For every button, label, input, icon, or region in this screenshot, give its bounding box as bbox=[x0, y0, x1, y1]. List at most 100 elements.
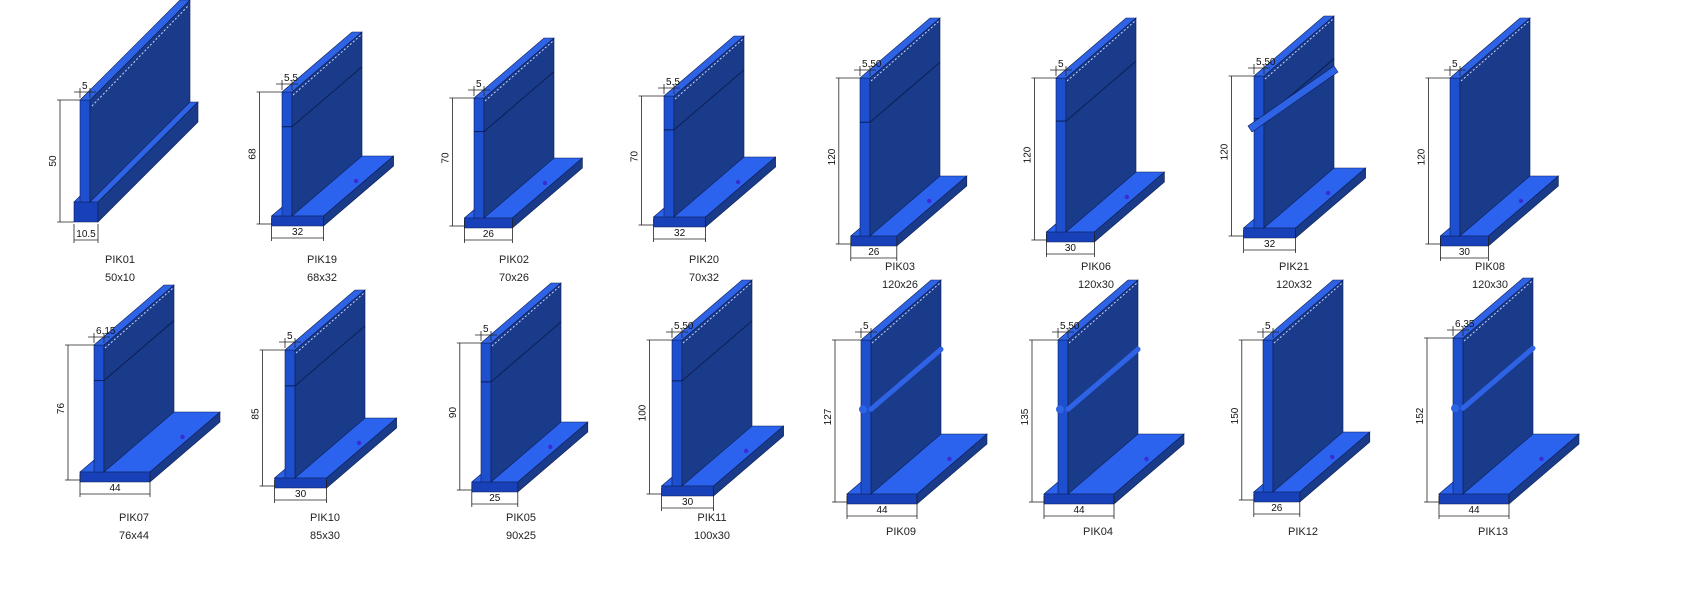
web-front bbox=[1253, 75, 1265, 229]
dim-width-label: 30 bbox=[682, 497, 694, 508]
channel-base-front bbox=[73, 201, 99, 223]
profile-size: 85x30 bbox=[310, 530, 340, 542]
base-front bbox=[274, 477, 327, 489]
dim-width-label: 30 bbox=[295, 489, 307, 500]
dim-thickness-label: 5 bbox=[287, 331, 293, 342]
web-front bbox=[79, 99, 91, 203]
step-line bbox=[294, 325, 366, 387]
base-front bbox=[464, 217, 513, 229]
profile-size: 90x25 bbox=[506, 530, 536, 542]
dim-width-label: 30 bbox=[1065, 243, 1077, 254]
dim-height-label: 120 bbox=[1220, 143, 1231, 160]
web-front bbox=[1055, 77, 1067, 233]
dim-height-label: 76 bbox=[56, 403, 67, 415]
base-hole bbox=[1124, 194, 1130, 200]
weld-line bbox=[484, 40, 554, 102]
base-hole bbox=[1518, 198, 1524, 204]
dim-width-label: 44 bbox=[876, 505, 888, 516]
base-hole bbox=[180, 434, 185, 440]
web-top bbox=[671, 279, 753, 341]
dim-height-label: 120 bbox=[827, 148, 838, 165]
step-line bbox=[490, 321, 562, 383]
dim-width-label: 30 bbox=[1459, 247, 1471, 258]
web-front bbox=[93, 344, 105, 473]
web-front bbox=[663, 95, 675, 218]
dim-thickness-label: 5.5 bbox=[284, 73, 298, 84]
profile-size: 120x32 bbox=[1276, 279, 1312, 291]
step-line bbox=[103, 320, 175, 381]
web-top bbox=[1452, 277, 1534, 339]
profile-size: 70x32 bbox=[689, 272, 719, 284]
bead-rib bbox=[1065, 346, 1141, 412]
base-front bbox=[850, 235, 898, 247]
dim-thickness-label: 6.15 bbox=[96, 326, 116, 337]
base-hole bbox=[743, 448, 749, 454]
base-hole bbox=[542, 180, 548, 186]
dim-height-label: 70 bbox=[440, 152, 451, 164]
dim-thickness-label: 5 bbox=[483, 324, 489, 335]
profile-code: PIK07 bbox=[119, 512, 149, 524]
web-top bbox=[93, 284, 175, 346]
weld-line bbox=[1066, 20, 1136, 82]
profile-code: PIK01 bbox=[105, 254, 135, 266]
web-front bbox=[473, 97, 485, 219]
profile-code: PIK02 bbox=[499, 254, 529, 266]
dim-height-label: 90 bbox=[448, 407, 459, 419]
weld-line bbox=[674, 38, 744, 100]
profile-size: 76x44 bbox=[119, 530, 149, 542]
weld-line bbox=[1460, 20, 1530, 82]
dim-width-label: 44 bbox=[1073, 505, 1085, 516]
dim-thickness-label: 5.50 bbox=[1256, 57, 1276, 68]
base-hole bbox=[1330, 454, 1335, 460]
profile-code: PIK04 bbox=[1083, 526, 1113, 538]
dim-width-label: 25 bbox=[489, 493, 501, 504]
step-line bbox=[681, 320, 753, 382]
dim-width-label: 32 bbox=[674, 228, 686, 239]
profile-code: PIK19 bbox=[307, 254, 337, 266]
weld-line bbox=[682, 282, 752, 344]
dim-thickness-label: 5 bbox=[1265, 321, 1271, 332]
channel-base-side bbox=[97, 101, 199, 223]
profile-code: PIK21 bbox=[1279, 261, 1309, 273]
dim-height-label: 120 bbox=[1022, 146, 1033, 163]
dim-width-label: 26 bbox=[483, 229, 495, 240]
profile-code: PIK10 bbox=[310, 512, 340, 524]
weld-line bbox=[1264, 18, 1334, 80]
dim-height-label: 100 bbox=[638, 404, 649, 421]
step-line bbox=[673, 69, 745, 131]
web-top bbox=[79, 0, 191, 101]
dim-width-label: 26 bbox=[1271, 503, 1283, 514]
weld-line bbox=[104, 287, 174, 349]
base-hole bbox=[548, 444, 553, 450]
weld-line bbox=[91, 5, 189, 107]
dim-thickness-label: 5.50 bbox=[862, 59, 882, 70]
base-front bbox=[79, 471, 151, 483]
dim-height-label: 70 bbox=[630, 151, 641, 163]
dim-thickness-label: 5.5 bbox=[666, 77, 680, 88]
base-front bbox=[1043, 493, 1115, 505]
dim-width-label: 44 bbox=[109, 483, 121, 494]
base-front bbox=[846, 493, 918, 505]
dim-thickness-label: 6.35 bbox=[1455, 319, 1475, 330]
profile-size: 120x26 bbox=[882, 279, 918, 291]
base-hole bbox=[356, 440, 362, 446]
web-front bbox=[284, 349, 296, 479]
base-hole bbox=[1325, 190, 1331, 196]
weld-line bbox=[295, 292, 365, 354]
web-top bbox=[281, 31, 363, 93]
dim-width-label: 32 bbox=[1264, 239, 1276, 250]
dim-height-label: 50 bbox=[48, 155, 59, 167]
base-front bbox=[1046, 231, 1095, 243]
base-hole bbox=[1539, 456, 1544, 462]
dim-thickness-label: 5 bbox=[863, 321, 869, 332]
dim-width-label: 44 bbox=[1468, 505, 1480, 516]
profile-size: 100x30 bbox=[694, 530, 730, 542]
base-front bbox=[661, 485, 714, 497]
